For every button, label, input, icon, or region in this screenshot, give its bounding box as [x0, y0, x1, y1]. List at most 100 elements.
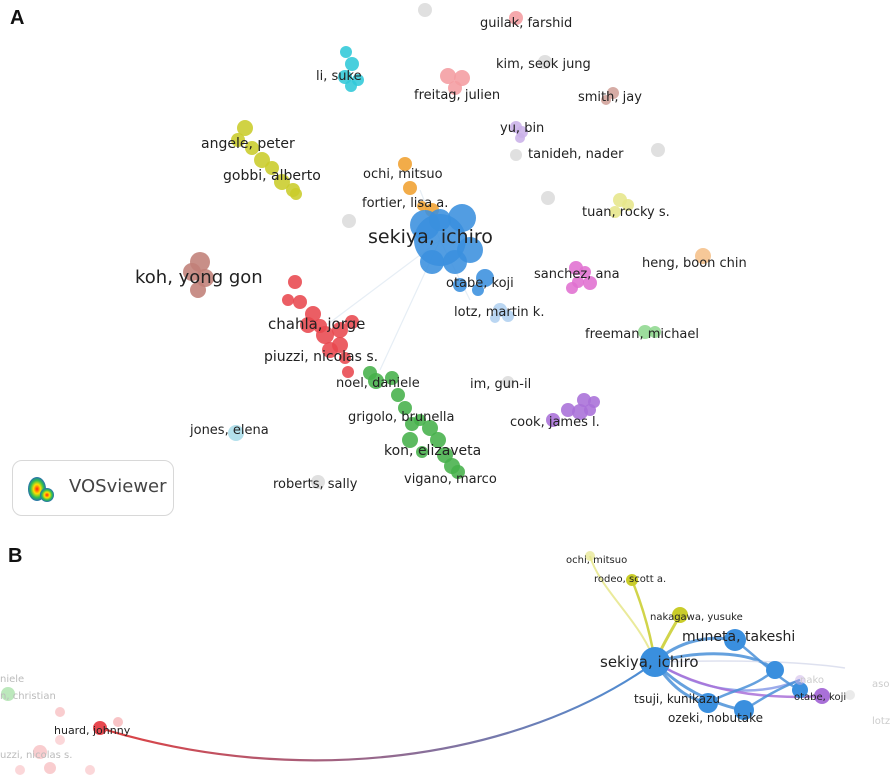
- network-node[interactable]: [607, 87, 619, 99]
- network-node[interactable]: [845, 690, 855, 700]
- network-node[interactable]: [274, 174, 290, 190]
- node-label: freitag, julien: [414, 88, 500, 103]
- network-node[interactable]: [651, 143, 665, 157]
- network-node[interactable]: [440, 68, 456, 84]
- node-label: tsuji, kunikazu: [634, 692, 720, 706]
- network-node[interactable]: [601, 95, 611, 105]
- network-node[interactable]: [490, 313, 500, 323]
- network-node[interactable]: [385, 371, 399, 385]
- network-node[interactable]: [55, 735, 65, 745]
- network-node[interactable]: [734, 700, 754, 720]
- network-node[interactable]: [313, 319, 327, 333]
- network-node[interactable]: [290, 188, 302, 200]
- network-node[interactable]: [342, 214, 356, 228]
- network-node[interactable]: [577, 393, 591, 407]
- network-node[interactable]: [113, 717, 123, 727]
- network-node[interactable]: [510, 149, 522, 161]
- network-node[interactable]: [649, 326, 661, 338]
- network-node[interactable]: [515, 133, 525, 143]
- network-node[interactable]: [448, 81, 462, 95]
- network-node[interactable]: [609, 206, 621, 218]
- network-node[interactable]: [345, 80, 357, 92]
- network-node[interactable]: [502, 376, 514, 388]
- network-node[interactable]: [622, 199, 634, 211]
- network-node[interactable]: [402, 432, 418, 448]
- network-node[interactable]: [638, 325, 652, 339]
- network-node[interactable]: [422, 420, 438, 436]
- network-node[interactable]: [228, 425, 244, 441]
- node-label: roberts, sally: [273, 477, 358, 492]
- network-node[interactable]: [1, 687, 15, 701]
- network-node[interactable]: [311, 475, 325, 489]
- network-node[interactable]: [579, 266, 591, 278]
- network-node[interactable]: [429, 209, 451, 231]
- network-node[interactable]: [398, 157, 412, 171]
- network-node[interactable]: [585, 551, 595, 561]
- network-node[interactable]: [448, 204, 476, 232]
- network-node[interactable]: [245, 141, 259, 155]
- network-node[interactable]: [44, 762, 56, 774]
- network-node[interactable]: [509, 11, 523, 25]
- network-node[interactable]: [190, 282, 206, 298]
- network-node[interactable]: [476, 269, 494, 287]
- network-node[interactable]: [541, 191, 555, 205]
- network-node[interactable]: [792, 682, 808, 698]
- panel-b-links: [99, 555, 846, 762]
- network-node[interactable]: [698, 693, 718, 713]
- network-node[interactable]: [814, 688, 830, 704]
- network-node[interactable]: [416, 446, 428, 458]
- network-node[interactable]: [672, 607, 688, 623]
- network-node[interactable]: [231, 133, 245, 147]
- network-node[interactable]: [332, 322, 348, 338]
- network-node[interactable]: [472, 284, 484, 296]
- network-node[interactable]: [391, 388, 405, 402]
- network-node[interactable]: [538, 55, 552, 69]
- network-node[interactable]: [453, 278, 467, 292]
- network-node[interactable]: [282, 294, 294, 306]
- network-node[interactable]: [502, 310, 514, 322]
- network-node[interactable]: [237, 120, 253, 136]
- network-node[interactable]: [640, 647, 670, 677]
- network-node[interactable]: [572, 404, 588, 420]
- network-node[interactable]: [443, 250, 467, 274]
- network-node[interactable]: [340, 46, 352, 58]
- network-node[interactable]: [288, 275, 302, 289]
- network-node[interactable]: [583, 276, 597, 290]
- network-node[interactable]: [561, 403, 575, 417]
- network-node[interactable]: [300, 317, 316, 333]
- network-node[interactable]: [430, 432, 446, 448]
- network-node[interactable]: [15, 765, 25, 775]
- network-node[interactable]: [414, 414, 426, 426]
- network-node[interactable]: [566, 282, 578, 294]
- network-node[interactable]: [398, 401, 412, 415]
- network-node[interactable]: [403, 181, 417, 195]
- network-node[interactable]: [584, 404, 596, 416]
- network-node[interactable]: [33, 745, 47, 759]
- network-node[interactable]: [93, 721, 107, 735]
- network-node[interactable]: [345, 315, 359, 329]
- network-node[interactable]: [546, 413, 560, 427]
- network-node[interactable]: [55, 707, 65, 717]
- network-node[interactable]: [293, 295, 307, 309]
- network-node[interactable]: [451, 465, 465, 479]
- network-node[interactable]: [695, 248, 711, 264]
- network-node[interactable]: [420, 250, 444, 274]
- network-node[interactable]: [795, 675, 805, 685]
- network-node[interactable]: [342, 366, 354, 378]
- vosviewer-badge[interactable]: VOSviewer: [12, 460, 174, 516]
- network-node[interactable]: [766, 661, 784, 679]
- network-node[interactable]: [332, 337, 348, 353]
- network-node[interactable]: [339, 352, 351, 364]
- network-node[interactable]: [265, 161, 279, 175]
- network-node[interactable]: [85, 765, 95, 775]
- network-node[interactable]: [418, 3, 432, 17]
- network-node[interactable]: [345, 57, 359, 71]
- network-node[interactable]: [724, 629, 746, 651]
- network-node[interactable]: [417, 201, 427, 211]
- network-node[interactable]: [626, 574, 638, 586]
- network-node[interactable]: [338, 70, 352, 84]
- node-label: gobbi, alberto: [223, 168, 321, 184]
- network-node[interactable]: [368, 373, 384, 389]
- network-node[interactable]: [254, 152, 270, 168]
